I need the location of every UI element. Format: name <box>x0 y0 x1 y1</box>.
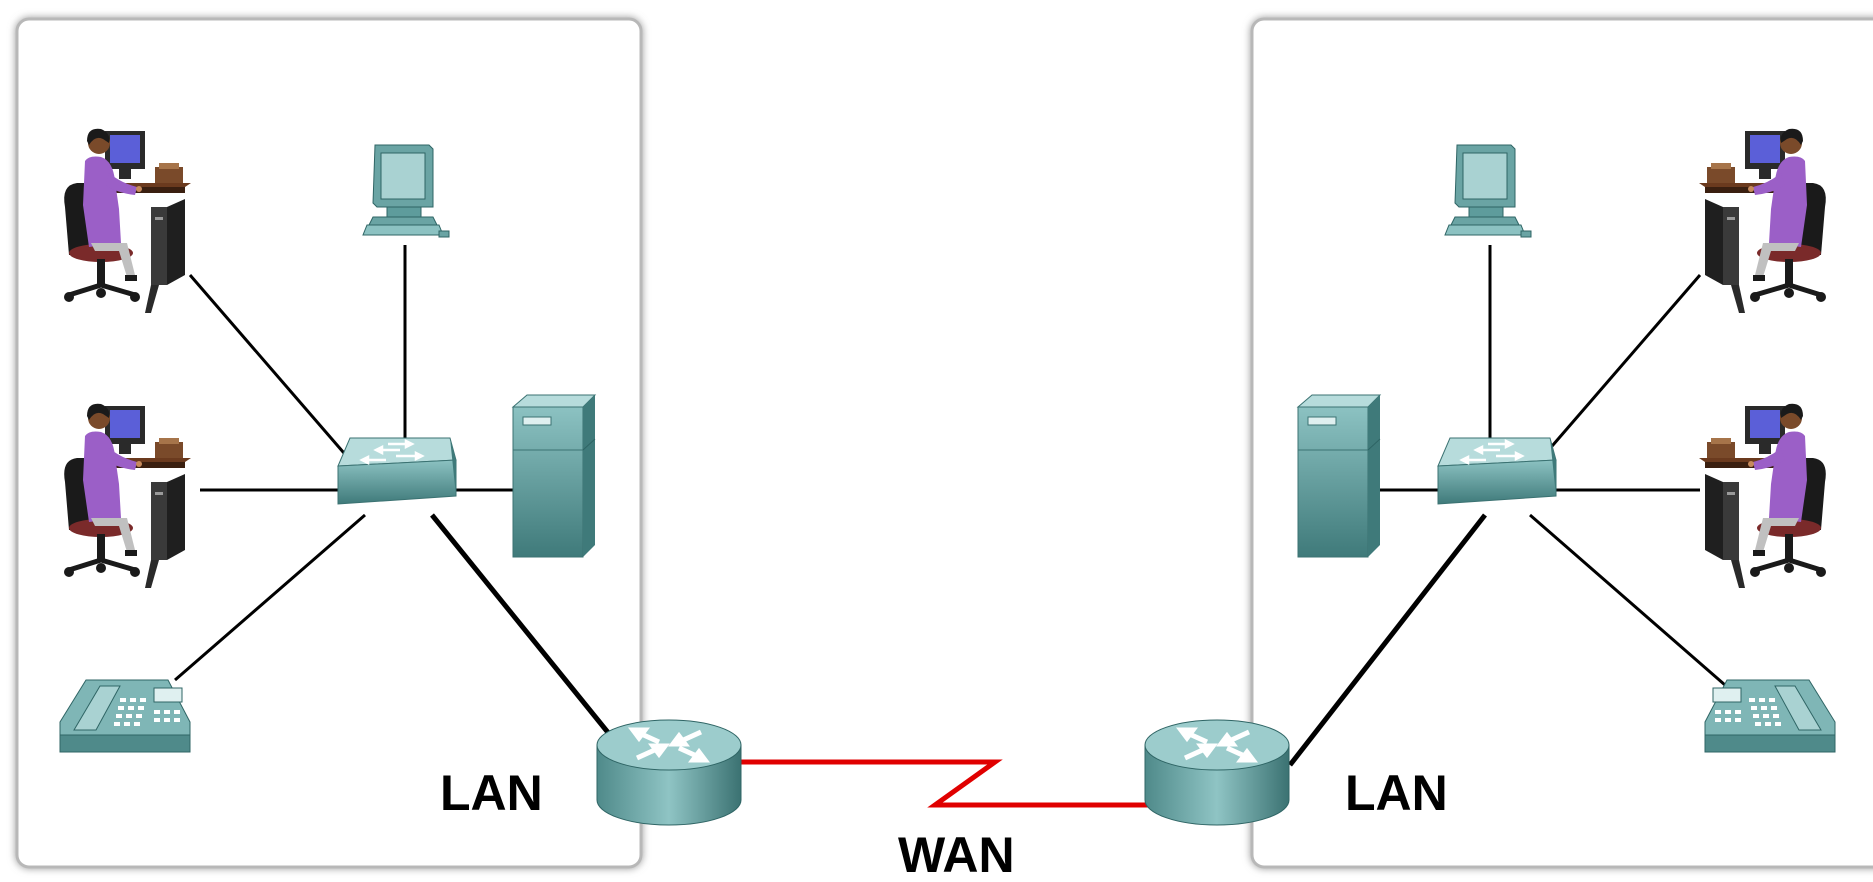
cable <box>188 274 352 461</box>
cable-uplink <box>430 513 612 737</box>
cable <box>1538 274 1702 461</box>
lan-right-label: LAN <box>1345 765 1448 821</box>
server-icon <box>512 394 596 558</box>
cable <box>174 513 366 682</box>
router-icon <box>597 720 741 825</box>
cable-uplink <box>1288 513 1487 767</box>
lan-left-cables <box>174 245 612 737</box>
switch-icon <box>1436 436 1558 506</box>
router-icon <box>1145 720 1289 825</box>
ip-phone-icon <box>1704 679 1836 753</box>
lan-left-label: LAN <box>440 765 543 821</box>
cable <box>1529 513 1726 687</box>
server-icon <box>1297 394 1381 558</box>
switch-icon <box>336 436 458 506</box>
wan-link <box>740 759 1150 808</box>
ip-phone-icon <box>59 679 191 753</box>
lan-right-cables <box>1288 245 1726 767</box>
wan-label: WAN <box>898 827 1015 882</box>
